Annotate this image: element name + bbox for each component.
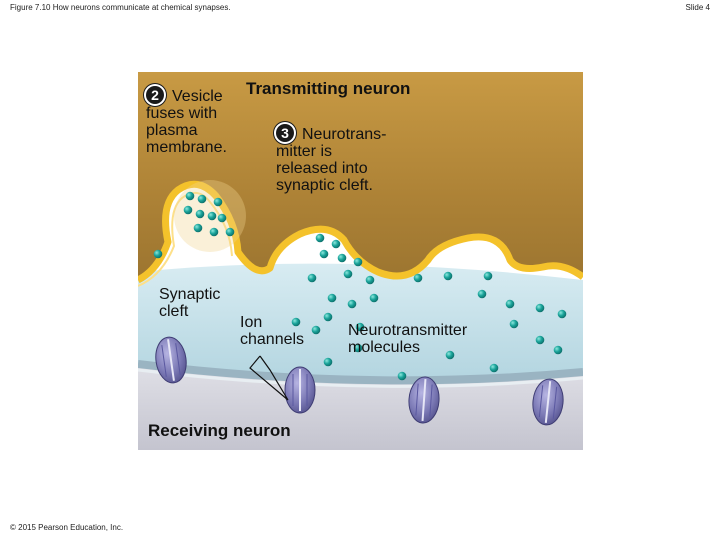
synaptic-cleft-line1: Synaptic	[159, 286, 221, 303]
figure-title: Figure 7.10 How neurons communicate at c…	[10, 3, 231, 12]
synaptic-cleft-region	[138, 263, 583, 381]
receiving-neuron-label: Receiving neuron	[148, 421, 291, 440]
step3-line2: mitter is	[276, 143, 332, 160]
ion-channels-label: Ion channels	[240, 314, 304, 348]
nt-molecules-line2: molecules	[348, 339, 421, 356]
step2-line1: Vesicle	[172, 88, 223, 105]
ion-channels-line2: channels	[240, 331, 305, 348]
ion-channels-line1: Ion	[240, 314, 263, 331]
synapse-illustration	[138, 72, 583, 450]
step2-line2: fuses with	[146, 105, 218, 122]
transmitting-neuron-label: Transmitting neuron	[246, 79, 411, 98]
step2-line3: plasma	[146, 122, 198, 139]
step2-label: 2 Vesicle fuses with plasma membrane.	[146, 86, 227, 156]
synapse-figure: Transmitting neuron 2 Vesicle fuses with …	[138, 72, 583, 450]
ion-channel-icon	[284, 366, 316, 414]
nt-molecules-line1: Neurotransmitter	[348, 322, 468, 339]
step3-badge: 3	[276, 124, 294, 142]
step3-label: 3 Neurotrans- mitter is released into syn…	[276, 124, 386, 194]
step3-line4: synaptic cleft.	[276, 177, 373, 194]
step3-line3: released into	[276, 160, 368, 177]
copyright-notice: © 2015 Pearson Education, Inc.	[10, 523, 124, 532]
slide-number: Slide 4	[685, 3, 710, 12]
synaptic-cleft-line2: cleft	[159, 303, 189, 320]
step3-line1: Neurotrans-	[302, 126, 387, 143]
step2-line4: membrane.	[146, 139, 227, 156]
synaptic-cleft-label: Synaptic cleft	[159, 286, 220, 320]
receiving-membrane	[138, 360, 583, 385]
presynaptic-membrane	[138, 180, 583, 284]
transmitting-neuron-body	[138, 72, 583, 280]
ion-channel-leader	[249, 355, 289, 401]
neurotransmitter-molecules-label: Neurotransmitter molecules	[348, 322, 467, 356]
step2-badge: 2	[146, 86, 164, 104]
